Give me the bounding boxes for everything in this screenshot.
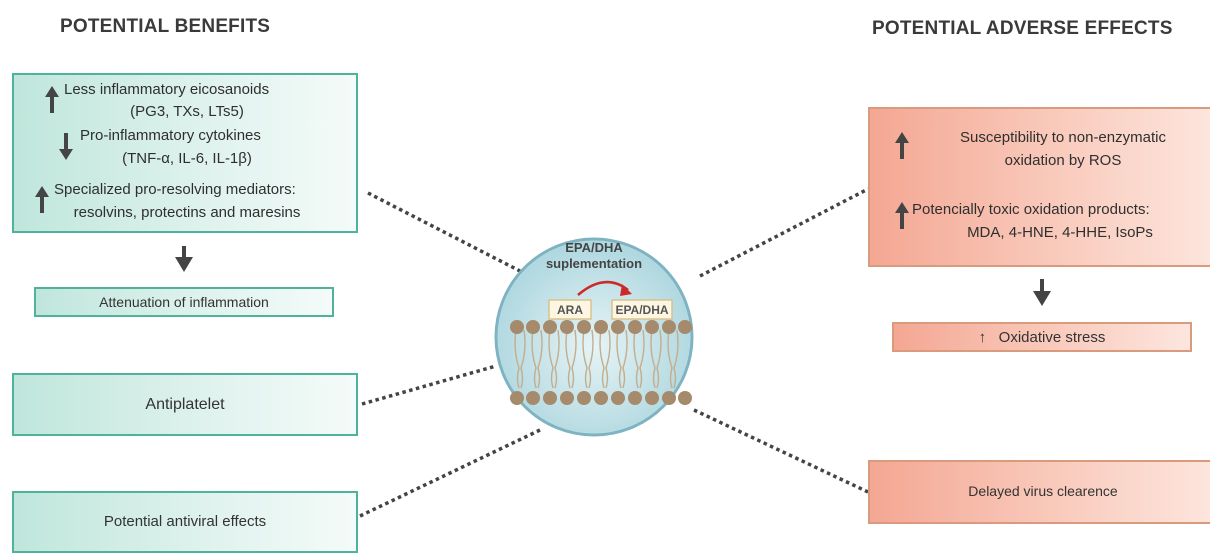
ara-box xyxy=(548,299,592,320)
arrow-down-icon xyxy=(59,133,73,160)
arrow-up-icon xyxy=(35,186,49,213)
benefit-line5: Specialized pro-resolving mediators: xyxy=(54,181,296,198)
center-title-line2: suplementation xyxy=(546,256,642,271)
antiviral-box: Potential antiviral effects xyxy=(12,491,358,553)
adverse-box: Susceptibility to non-enzymatic oxidatio… xyxy=(868,107,1210,267)
epa-dha-label: EPA/DHA xyxy=(615,303,668,317)
adverse-heading: POTENTIAL ADVERSE EFFECTS xyxy=(872,18,1173,39)
benefit-line6: resolvins, protectins and maresins xyxy=(73,204,301,221)
adverse-line3: Potencially toxic oxidation products: xyxy=(912,201,1150,218)
oxidative-stress-text: Oxidative stress xyxy=(998,329,1106,346)
connector-antiviral xyxy=(359,428,541,518)
ara-label: ARA xyxy=(557,303,583,317)
adverse-line1: Susceptibility to non-enzymatic xyxy=(960,129,1166,146)
arrow-down-adverse xyxy=(1033,279,1051,306)
adverse-line2: oxidation by ROS xyxy=(1004,152,1122,169)
benefits-heading: POTENTIAL BENEFITS xyxy=(60,16,271,37)
benefit-line3: Pro-inflammatory cytokines xyxy=(80,127,261,144)
connector-benefits xyxy=(367,191,521,273)
delayed-label: Delayed virus clearence xyxy=(968,483,1118,499)
antiplatelet-label: Antiplatelet xyxy=(145,396,225,413)
up-arrow-icon: ↑ xyxy=(978,329,987,346)
benefit-line1: Less inflammatory eicosanoids xyxy=(64,81,270,98)
antiplatelet-box: Antiplatelet xyxy=(12,373,358,436)
arrow-up-icon xyxy=(45,86,59,113)
arrow-up-icon xyxy=(895,132,909,159)
lipid-bilayer xyxy=(510,320,692,405)
connector-adverse xyxy=(699,187,869,278)
adverse-line4: MDA, 4-HNE, 4-HHE, IsoPs xyxy=(967,224,1153,241)
attenuation-label: Attenuation of inflammation xyxy=(99,294,269,310)
benefits-box: Less inflammatory eicosanoids (PG3, TXs,… xyxy=(12,73,358,233)
antiviral-label: Potential antiviral effects xyxy=(103,513,267,530)
arrow-up-icon xyxy=(895,202,909,229)
benefit-line4: (TNF-α, IL-6, IL-1β) xyxy=(122,150,252,167)
epa-dha-box xyxy=(611,299,673,320)
connector-antiplatelet xyxy=(361,364,497,406)
connector-delayed xyxy=(693,408,869,494)
oxidative-stress-label: ↑ Oxidative stress xyxy=(894,329,1190,346)
delayed-box: Delayed virus clearence xyxy=(868,460,1210,524)
attenuation-box: Attenuation of inflammation xyxy=(34,287,334,317)
arrow-down-benefits xyxy=(175,246,193,272)
oxidative-stress-box: ↑ Oxidative stress xyxy=(892,322,1192,352)
center-title-line1: EPA/DHA xyxy=(565,240,623,255)
benefit-line2: (PG3, TXs, LTs5) xyxy=(130,103,244,120)
